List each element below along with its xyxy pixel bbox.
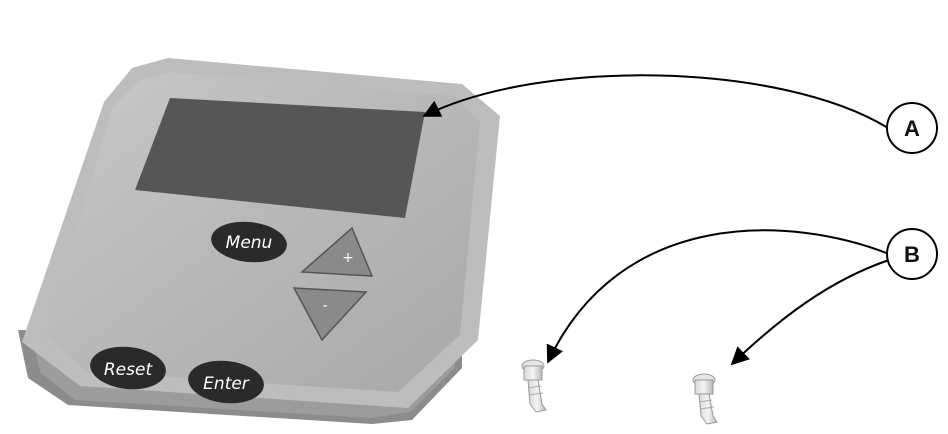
lcd-display — [135, 98, 425, 218]
minus-arrow-label: - — [322, 298, 327, 314]
enter-button[interactable]: Enter — [186, 357, 266, 407]
screw-left — [521, 359, 547, 413]
plus-arrow-button[interactable]: + — [300, 226, 374, 277]
screw-right — [692, 373, 718, 425]
minus-arrow-button[interactable]: - — [292, 287, 368, 342]
leader-arrow-a — [422, 74, 889, 129]
callout-b: B — [886, 228, 938, 280]
leader-arrow-b-right — [730, 259, 890, 366]
control-panel-device: Menu Reset Enter + - — [18, 58, 500, 424]
callout-b-label: B — [904, 242, 920, 267]
menu-button-label: Menu — [226, 233, 273, 253]
menu-button[interactable]: Menu — [209, 218, 289, 266]
plus-arrow-label: + — [342, 250, 354, 266]
callout-a-label: A — [904, 116, 920, 141]
reset-button-label: Reset — [104, 360, 154, 380]
callout-a: A — [886, 102, 938, 154]
reset-button[interactable]: Reset — [88, 343, 168, 393]
enter-button-label: Enter — [203, 374, 250, 394]
leader-arrow-b-left — [546, 229, 890, 364]
